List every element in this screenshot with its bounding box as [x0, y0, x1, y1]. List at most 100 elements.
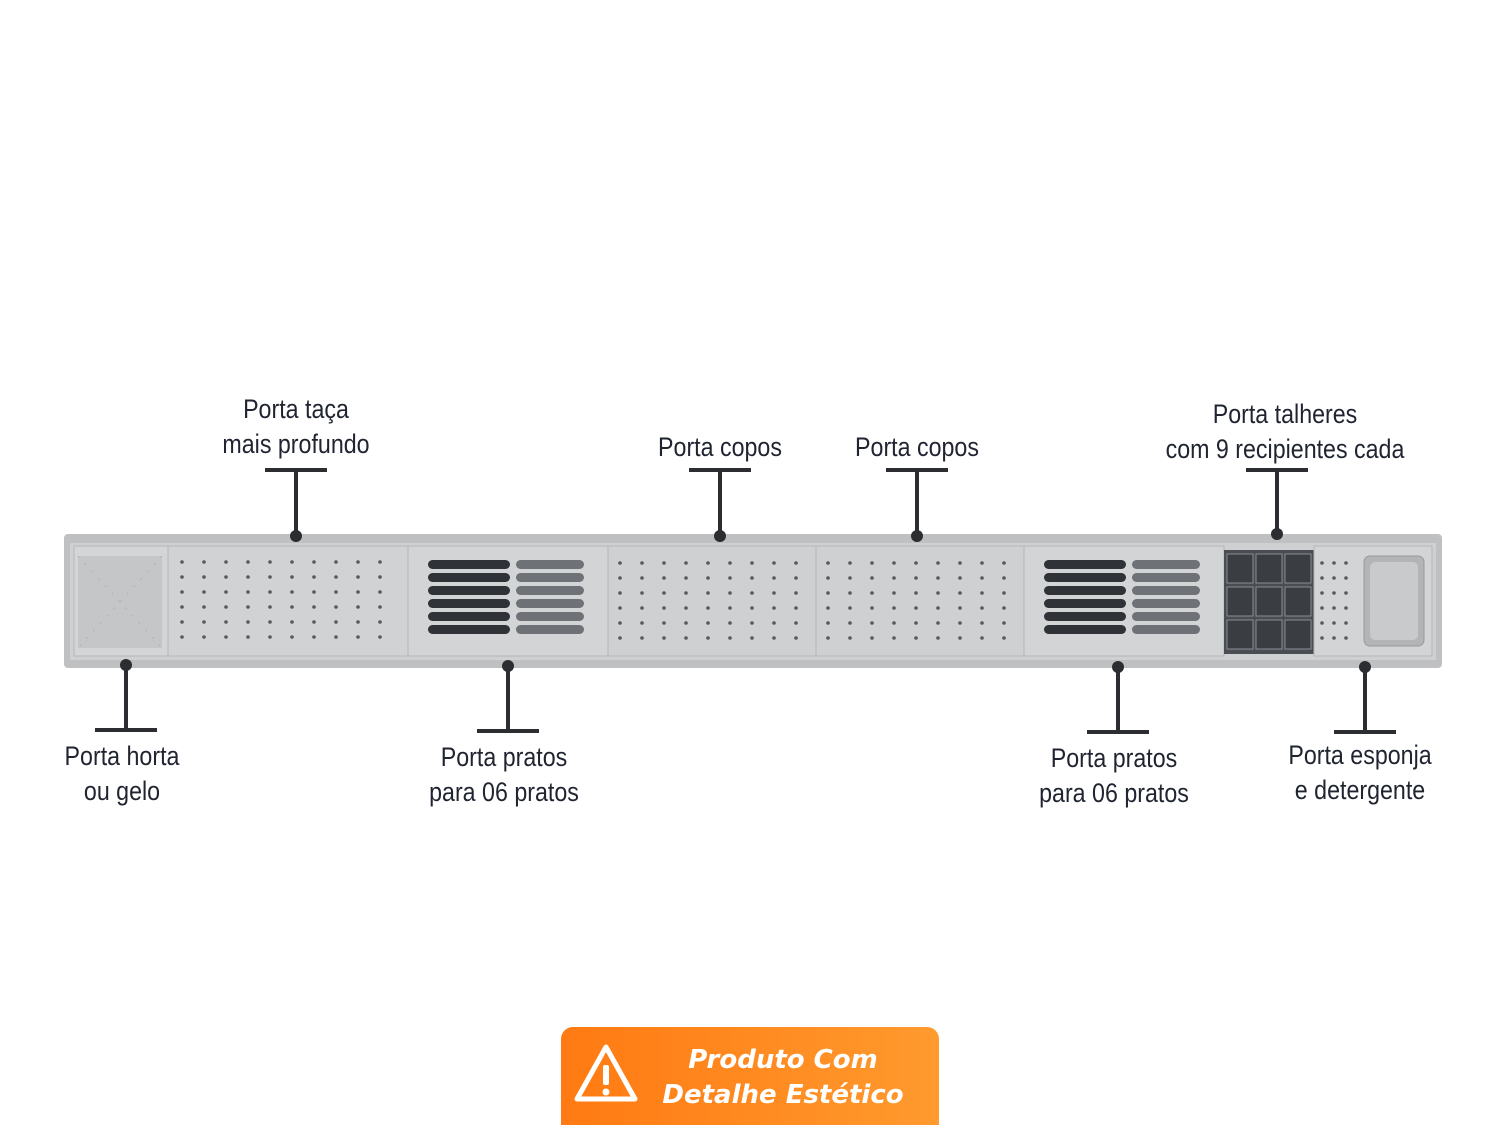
plate-slot — [516, 625, 584, 634]
drain-hole — [1344, 621, 1348, 625]
drain-hole — [1344, 636, 1348, 640]
drain-hole — [268, 590, 272, 594]
cutlery-cell — [1226, 553, 1254, 584]
drain-hole — [356, 605, 360, 609]
drain-hole — [334, 620, 338, 624]
drain-hole — [202, 620, 206, 624]
drain-hole — [892, 561, 896, 565]
drain-hole — [378, 590, 382, 594]
drain-hole — [1002, 561, 1006, 565]
drain-hole — [772, 606, 776, 610]
drain-hole — [334, 575, 338, 579]
cutlery-cell — [1226, 619, 1254, 650]
drain-hole — [936, 606, 940, 610]
drain-hole — [618, 636, 622, 640]
drain-hole — [958, 606, 962, 610]
label-porta-pratos-2: Porta pratos para 06 pratos — [1028, 741, 1200, 811]
drain-hole — [936, 636, 940, 640]
drain-hole — [772, 591, 776, 595]
drain-hole — [1320, 636, 1324, 640]
drain-hole — [356, 635, 360, 639]
plate-slot — [1044, 599, 1126, 608]
cutlery-cell — [1284, 619, 1312, 650]
drain-hole — [1320, 561, 1324, 565]
drain-hole — [1332, 636, 1336, 640]
drain-hole — [246, 635, 250, 639]
drain-hole — [334, 560, 338, 564]
drain-hole — [356, 590, 360, 594]
drain-hole — [914, 606, 918, 610]
drain-hole — [728, 636, 732, 640]
drain-hole — [772, 621, 776, 625]
section-porta-pratos-1 — [407, 545, 609, 657]
drain-hole — [312, 620, 316, 624]
section-porta-horta — [73, 545, 169, 657]
plate-slot — [1044, 612, 1126, 621]
drain-hole — [224, 590, 228, 594]
drain-hole — [618, 576, 622, 580]
label-porta-talheres-line1: Porta talheres — [1212, 399, 1358, 429]
drain-hole — [378, 575, 382, 579]
drain-hole — [750, 591, 754, 595]
drain-hole — [640, 561, 644, 565]
section-porta-taca — [167, 545, 409, 657]
cutlery-cell — [1284, 586, 1312, 617]
drain-hole — [848, 561, 852, 565]
badge-text: Produto Com Detalhe Estético — [653, 1043, 913, 1113]
drain-hole — [378, 635, 382, 639]
drain-hole — [980, 621, 984, 625]
badge-line1: Produto Com — [688, 1045, 878, 1075]
drain-hole — [356, 620, 360, 624]
drain-hole — [870, 621, 874, 625]
drain-hole — [870, 606, 874, 610]
label-porta-taca-line2: mais profundo — [222, 429, 370, 459]
drain-hole — [826, 561, 830, 565]
plate-slot — [516, 573, 584, 582]
drain-hole — [268, 560, 272, 564]
drain-hole — [914, 636, 918, 640]
drain-hole — [268, 620, 272, 624]
drain-hole — [202, 590, 206, 594]
drain-hole — [618, 591, 622, 595]
drain-hole — [980, 561, 984, 565]
drain-hole — [180, 560, 184, 564]
section-porta-esponja — [1313, 545, 1433, 657]
drain-hole — [1332, 606, 1336, 610]
drain-hole — [618, 606, 622, 610]
label-porta-esponja-line2: e detergente — [1294, 775, 1426, 805]
label-porta-horta: Porta horta ou gelo — [45, 739, 200, 809]
drain-hole — [848, 621, 852, 625]
connector-porta-horta — [95, 659, 157, 732]
drain-hole — [246, 575, 250, 579]
label-porta-copos-2: Porta copos — [831, 430, 1003, 465]
cutlery-cell — [1255, 553, 1283, 584]
drain-hole — [1320, 591, 1324, 595]
drain-hole — [290, 620, 294, 624]
label-porta-pratos-1-line1: Porta pratos — [440, 742, 568, 772]
slots-pratos-2 — [1044, 560, 1200, 634]
label-porta-esponja-line1: Porta esponja — [1288, 740, 1432, 770]
plate-slot — [428, 573, 510, 582]
drain-hole — [1332, 591, 1336, 595]
drain-hole — [618, 561, 622, 565]
cutlery-cell — [1226, 586, 1254, 617]
drain-hole — [1332, 561, 1336, 565]
cutlery-cell — [1284, 553, 1312, 584]
label-porta-horta-line1: Porta horta — [64, 741, 180, 771]
drain-hole — [980, 576, 984, 580]
holes-copos-1 — [618, 561, 798, 640]
drain-hole — [684, 576, 688, 580]
label-porta-taca: Porta taça mais profundo — [210, 392, 382, 462]
drain-hole — [870, 636, 874, 640]
drain-hole — [312, 635, 316, 639]
plate-slot — [516, 612, 584, 621]
drain-hole — [870, 576, 874, 580]
label-porta-pratos-2-line2: para 06 pratos — [1039, 778, 1189, 808]
connector-porta-taca — [265, 468, 327, 542]
drain-hole — [794, 561, 798, 565]
plate-slot — [1044, 625, 1126, 634]
drain-hole — [728, 621, 732, 625]
drain-hole — [706, 576, 710, 580]
drain-hole — [892, 636, 896, 640]
